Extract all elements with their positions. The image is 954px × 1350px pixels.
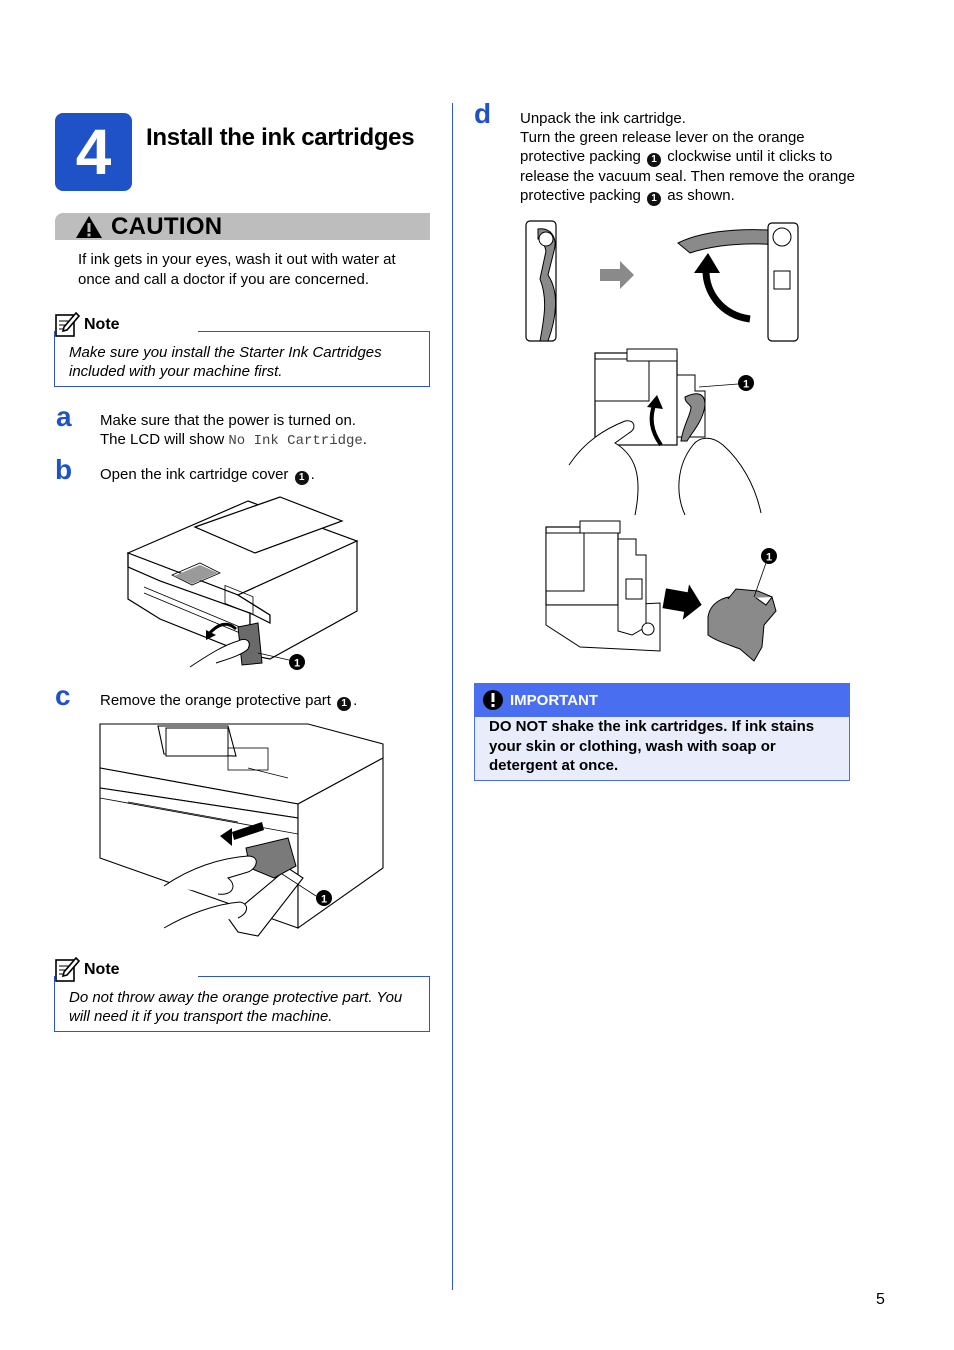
important-body: DO NOT shake the ink cartridges. If ink … <box>474 717 850 781</box>
page-title: Install the ink cartridges <box>146 124 415 151</box>
step-b-text: Open the ink cartridge cover 1. <box>100 466 315 485</box>
svg-text:1: 1 <box>294 658 300 670</box>
caution-text: If ink gets in your eyes, wash it out wi… <box>78 251 396 288</box>
printer-open-cover-illustration: 1 <box>126 496 359 670</box>
note-pencil-icon <box>55 312 80 337</box>
remove-protective-part-illustration: 1 <box>99 723 384 937</box>
step-letter-d: d <box>474 98 492 129</box>
svg-text:1: 1 <box>743 379 749 391</box>
note-label: Note <box>84 316 120 333</box>
note-2: Note <box>54 957 430 983</box>
lcd-message: No Ink Cartridge <box>228 433 363 449</box>
important-text: DO NOT shake the ink cartridges. If ink … <box>489 718 815 774</box>
caution-label: CAUTION <box>111 212 223 240</box>
warning-triangle-icon <box>76 215 102 238</box>
note-1: Note <box>54 312 430 338</box>
step-letter-a: a <box>56 401 72 432</box>
figure-b-callout <box>289 654 305 670</box>
figure-d2-callout <box>738 375 754 391</box>
note-label: Note <box>84 961 120 978</box>
note-body: Make sure you install the Starter Ink Ca… <box>54 331 430 387</box>
page-number: 5 <box>876 1291 885 1308</box>
svg-text:1: 1 <box>321 894 327 906</box>
step-a-line1: Make sure that the power is turned on. <box>100 412 356 429</box>
step-c-text: Remove the orange protective part 1. <box>100 692 358 711</box>
callout-1: 1 <box>647 192 662 206</box>
step-a-text: Make sure that the power is turned on. T… <box>100 411 440 451</box>
callout-1: 1 <box>337 697 352 711</box>
note-text: Do not throw away the orange protective … <box>69 989 403 1025</box>
important-label: IMPORTANT <box>510 691 599 709</box>
svg-text:1: 1 <box>766 552 772 564</box>
step-number-badge: 4 <box>55 113 132 191</box>
step-a-line2: The LCD will show No Ink Cartridge. <box>100 431 367 449</box>
note-divider <box>198 976 430 977</box>
callout-1: 1 <box>647 153 662 167</box>
step-letter-b: b <box>55 454 73 485</box>
exclamation-icon <box>483 690 503 710</box>
note-divider <box>198 331 430 332</box>
note-pencil-icon <box>55 957 80 982</box>
step-letter-c: c <box>55 680 71 711</box>
note-header: Note <box>54 957 430 983</box>
figure-d3-callout <box>761 548 777 564</box>
figure-c-callout <box>316 890 332 906</box>
rotate-release-lever-illustration <box>525 220 799 342</box>
caution-banner: CAUTION <box>55 213 430 240</box>
cartridge-lever-turn-illustration: 1 <box>568 348 762 516</box>
note-header: Note <box>54 312 430 338</box>
column-divider <box>452 103 453 1290</box>
step-d-text: Unpack the ink cartridge. Turn the green… <box>520 109 855 206</box>
step-d-line1: Unpack the ink cartridge. <box>520 110 686 127</box>
note-body: Do not throw away the orange protective … <box>54 976 430 1032</box>
note-text: Make sure you install the Starter Ink Ca… <box>69 344 382 380</box>
remove-orange-packing-illustration: 1 <box>545 520 777 662</box>
step-d-body: Turn the green release lever on the oran… <box>520 129 855 206</box>
callout-1: 1 <box>294 471 309 485</box>
important-banner: IMPORTANT <box>474 683 850 717</box>
